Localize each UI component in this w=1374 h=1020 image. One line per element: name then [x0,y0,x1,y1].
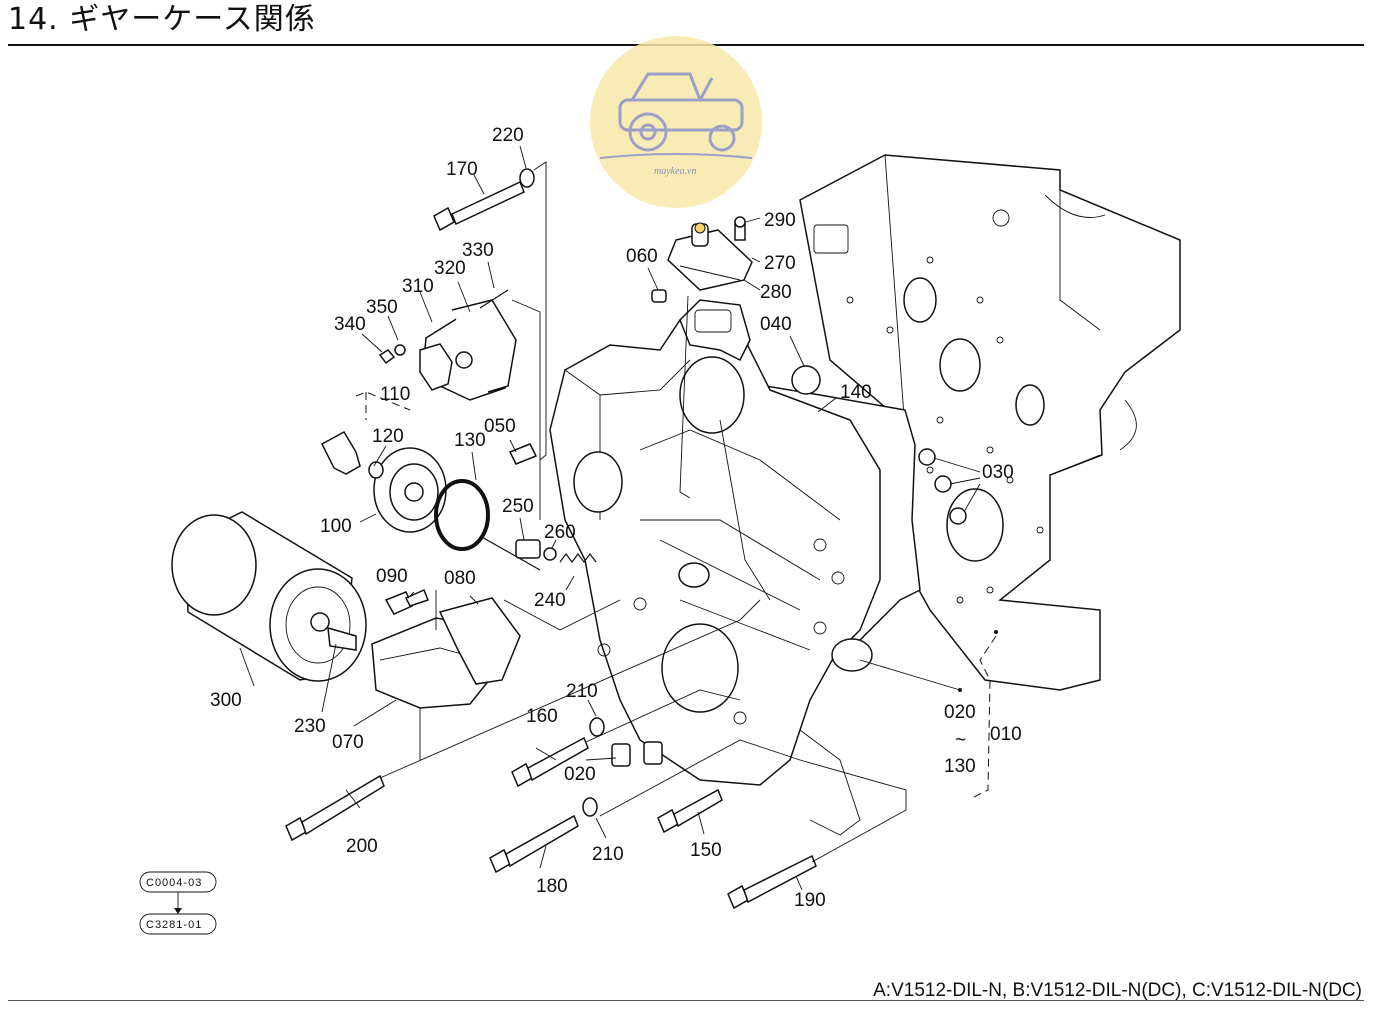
reference-badges: C0004-03 C3281-01 [139,871,217,935]
callout-200: 200 [346,836,378,857]
callout-340: 340 [334,314,366,335]
outlet-neck [679,299,751,362]
callout-180: 180 [536,876,568,897]
bolt-200 [285,774,385,842]
callout-010: 010 [990,724,1022,745]
gasket-130 [434,479,490,551]
watermark-logo: maykeo.vn [590,36,762,208]
o-ring-040 [791,365,821,395]
callout-300: 300 [210,690,242,711]
callout-040: 040 [760,314,792,335]
bolt-190 [727,854,817,910]
callout-170: 170 [446,159,478,180]
callout-160: 160 [526,706,558,727]
callout-130a: 130 [454,430,486,451]
washer-210-b [582,797,598,817]
callout-labels: 220 170 290 060 270 280 330 320 310 350 … [210,125,1022,911]
callout-020a: 020 [944,702,976,723]
callout-090: 090 [376,566,408,587]
callout-130b: 130 [944,756,976,777]
bolt-180 [489,814,579,874]
callout-080: 080 [444,568,476,589]
o-ring-030-a [918,448,936,466]
tractor-icon [599,72,753,159]
gear-case-housing [549,319,881,836]
pin-060 [651,289,667,303]
callout-240: 240 [534,590,566,611]
ref-badge-2: C3281-01 [146,919,202,931]
bolt-170 [433,168,535,232]
page-title: 14. ギヤーケース関係 [8,2,316,37]
leader-lines [239,145,998,891]
callout-050: 050 [484,416,516,437]
bolt-160 [511,736,589,788]
callout-120: 120 [372,426,404,447]
plug-020-a [611,743,631,767]
cover-270 [667,216,753,291]
callout-030: 030 [982,462,1014,483]
callout-190: 190 [794,890,826,911]
bolt-150 [657,788,723,834]
callout-060: 060 [626,246,658,267]
footer-rule [8,1000,1364,1001]
model-list: A:V1512-DIL-N, B:V1512-DIL-N(DC), C:V151… [873,980,1362,1001]
callout-260: 260 [544,522,576,543]
callout-290: 290 [764,210,796,231]
callout-100: 100 [320,516,352,537]
callout-140: 140 [840,382,872,403]
oil-filter-300 [171,511,367,682]
relief-assembly-310 [378,289,517,401]
callout-210b: 210 [592,844,624,865]
callout-330: 330 [462,240,494,261]
callout-250: 250 [502,496,534,517]
o-ring-030-b [934,475,952,493]
callout-020b: 020 [564,764,596,785]
watermark-text: maykeo.vn [654,166,696,177]
callout-350: 350 [366,297,398,318]
callout-220: 220 [492,125,524,146]
callout-110: 110 [380,384,410,405]
callout-280: 280 [760,282,792,303]
callout-270: 270 [764,253,796,274]
ref-badge-1: C0004-03 [146,877,202,889]
washer-210-a [589,717,605,737]
callout-150: 150 [690,840,722,861]
plug-020-b [643,741,663,765]
o-ring-030-c [949,507,967,525]
callout-070: 070 [332,732,364,753]
spring-240 [515,539,597,563]
callout-210a: 210 [566,681,598,702]
filter-bracket-100 [321,430,447,533]
callout-320: 320 [434,258,466,279]
callout-tilde: ~ [955,730,966,751]
housing-070 [371,588,521,709]
callout-310: 310 [402,276,434,297]
bolt-050 [508,443,538,465]
callout-230: 230 [294,716,326,737]
